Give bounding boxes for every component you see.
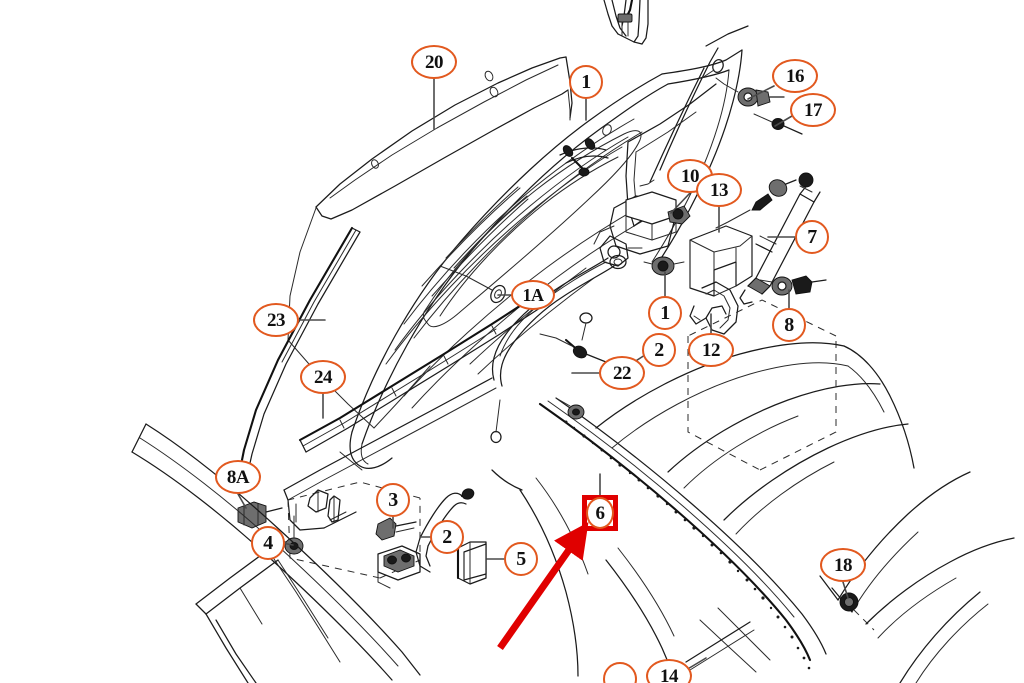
callout-2[interactable]: 2 [642,333,676,367]
latch-cover-bracket [689,225,753,297]
callout-24[interactable]: 24 [300,360,346,394]
hood-seal-strip-left [298,296,541,453]
callout-23[interactable]: 23 [253,303,299,337]
callout-3[interactable]: 3 [376,483,410,517]
slam-panel-structure [283,377,497,579]
hood-prop-bracket [689,281,739,335]
hood-weatherstrip-seal [538,397,827,670]
hinge-bolt-and-nut [715,77,803,135]
leader-line-16 [747,85,775,100]
callout-17[interactable]: 17 [790,93,836,127]
cable-clip-part5 [456,541,487,585]
seal-clip-part18 [839,592,875,631]
washer-nozzle-hose-assembly [490,138,627,444]
callout-16[interactable]: 16 [772,59,818,93]
washer-tube-long [238,226,361,473]
hood-outer-panel [339,49,743,471]
cowl-trim [603,0,649,45]
cowl-panel-right [491,299,1015,683]
callout-2[interactable]: 2 [430,520,464,554]
callout-18[interactable]: 18 [820,548,866,582]
callout-12[interactable]: 12 [688,333,734,367]
callout-8A[interactable]: 8A [215,460,261,494]
strut-ball-stud-lower [759,275,827,296]
hood-release-lever-assembly [375,488,475,589]
callout-1[interactable]: 1 [569,65,603,99]
leader-line-18 [842,581,849,599]
leader-line-10 [670,192,691,214]
leader-line-8A [237,493,247,509]
callout-1A[interactable]: 1A [511,280,555,310]
strut-ball-stud-upper [715,179,797,229]
callout-8[interactable]: 8 [772,308,806,342]
callout-c19[interactable] [603,662,637,683]
callout-4[interactable]: 4 [251,526,285,560]
callout-7[interactable]: 7 [795,220,829,254]
callout-6[interactable]: 6 [586,497,614,529]
leader-line-17 [774,115,793,127]
callout-22[interactable]: 22 [599,356,645,390]
gas-strut-damper [739,172,821,305]
callout-14[interactable]: 14 [646,659,692,683]
hood-bump-stop [237,501,283,529]
callout-5[interactable]: 5 [504,542,538,576]
callout-1[interactable]: 1 [648,296,682,330]
callout-13[interactable]: 13 [696,173,742,207]
hood-front-trim-panel [315,56,573,220]
callout-20[interactable]: 20 [411,45,457,79]
